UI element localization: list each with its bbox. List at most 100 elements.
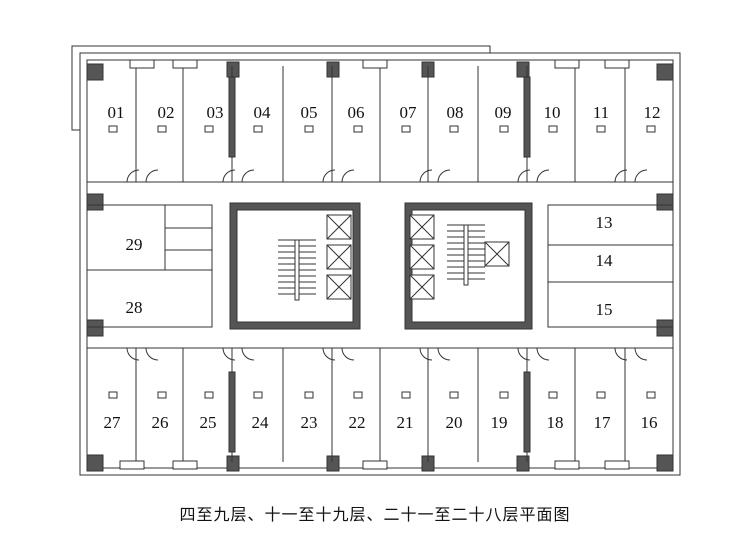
elevator-x bbox=[326, 244, 352, 270]
elevator-x bbox=[409, 274, 435, 300]
room-label: 18 bbox=[547, 413, 564, 432]
room-label: 10 bbox=[544, 103, 561, 122]
room-label: 03 bbox=[207, 103, 224, 122]
shear-wall bbox=[228, 371, 236, 453]
fixture bbox=[353, 125, 363, 133]
room-label: 14 bbox=[596, 251, 614, 270]
room-label: 17 bbox=[594, 413, 612, 432]
door-swing bbox=[419, 169, 433, 183]
window bbox=[604, 460, 630, 470]
stair-rail bbox=[463, 224, 469, 286]
fixture bbox=[353, 391, 363, 399]
column bbox=[516, 455, 530, 472]
fixture bbox=[596, 125, 606, 133]
restroom bbox=[164, 204, 213, 271]
room-label: 22 bbox=[349, 413, 366, 432]
room-label: 01 bbox=[108, 103, 125, 122]
elevator-x bbox=[409, 244, 435, 270]
fixture bbox=[204, 391, 214, 399]
door-swing bbox=[322, 347, 336, 361]
column bbox=[516, 61, 530, 78]
balcony-edge bbox=[71, 45, 491, 131]
stair-rail bbox=[294, 239, 300, 301]
room-label: 05 bbox=[301, 103, 318, 122]
column bbox=[226, 61, 240, 78]
plan-caption: 四至九层、十一至十九层、二十一至二十八层平面图 bbox=[179, 505, 571, 524]
column bbox=[656, 319, 674, 337]
column bbox=[86, 63, 104, 81]
door-swing bbox=[145, 169, 159, 183]
room-label: 13 bbox=[596, 213, 613, 232]
room-label: 02 bbox=[158, 103, 175, 122]
fixture bbox=[499, 125, 509, 133]
fixture bbox=[449, 125, 459, 133]
room-label: 20 bbox=[446, 413, 463, 432]
fixture bbox=[204, 125, 214, 133]
window bbox=[554, 460, 580, 470]
fixture bbox=[401, 125, 411, 133]
column bbox=[86, 319, 104, 337]
column bbox=[656, 193, 674, 211]
door-swing bbox=[634, 347, 648, 361]
door-swing bbox=[614, 169, 628, 183]
door-swing bbox=[222, 347, 236, 361]
column bbox=[86, 193, 104, 211]
door-swing bbox=[241, 347, 255, 361]
column bbox=[86, 454, 104, 472]
door-swing bbox=[536, 169, 550, 183]
room-label: 23 bbox=[301, 413, 318, 432]
door-swing bbox=[517, 347, 531, 361]
fixture bbox=[548, 391, 558, 399]
shear-wall bbox=[523, 76, 531, 158]
shear-wall bbox=[228, 76, 236, 158]
right-room-block bbox=[547, 204, 674, 328]
fixture bbox=[304, 391, 314, 399]
window bbox=[604, 59, 630, 69]
room-label: 19 bbox=[491, 413, 508, 432]
door-swing bbox=[419, 347, 433, 361]
column bbox=[656, 454, 674, 472]
fixture bbox=[253, 391, 263, 399]
shear-wall bbox=[523, 371, 531, 453]
building-outline bbox=[79, 52, 681, 476]
room-label: 07 bbox=[400, 103, 418, 122]
room-label: 25 bbox=[200, 413, 217, 432]
fixture bbox=[646, 391, 656, 399]
fixture bbox=[157, 391, 167, 399]
window bbox=[362, 460, 388, 470]
left-room-block bbox=[86, 204, 213, 328]
door-swing bbox=[222, 169, 236, 183]
column bbox=[226, 455, 240, 472]
window bbox=[554, 59, 580, 69]
elevator-x bbox=[326, 214, 352, 240]
column bbox=[326, 455, 340, 472]
door-swing bbox=[341, 347, 355, 361]
window bbox=[129, 59, 155, 69]
fixture bbox=[596, 391, 606, 399]
column bbox=[326, 61, 340, 78]
room-label: 24 bbox=[252, 413, 270, 432]
door-swing bbox=[126, 347, 140, 361]
room-label: 12 bbox=[644, 103, 661, 122]
room-label: 15 bbox=[596, 300, 613, 319]
door-swing bbox=[341, 169, 355, 183]
room-label: 28 bbox=[126, 298, 143, 317]
fixture bbox=[253, 125, 263, 133]
room-label: 06 bbox=[348, 103, 365, 122]
window bbox=[362, 59, 388, 69]
window bbox=[172, 460, 198, 470]
fixture bbox=[401, 391, 411, 399]
room-label: 08 bbox=[447, 103, 464, 122]
door-swing bbox=[241, 169, 255, 183]
room-label: 16 bbox=[641, 413, 658, 432]
window bbox=[119, 460, 145, 470]
room-label: 04 bbox=[254, 103, 272, 122]
room-label: 26 bbox=[152, 413, 169, 432]
room-label: 21 bbox=[397, 413, 414, 432]
room-label: 11 bbox=[593, 103, 609, 122]
elevator-x bbox=[409, 214, 435, 240]
window bbox=[172, 59, 198, 69]
door-swing bbox=[437, 347, 451, 361]
room-label: 09 bbox=[495, 103, 512, 122]
